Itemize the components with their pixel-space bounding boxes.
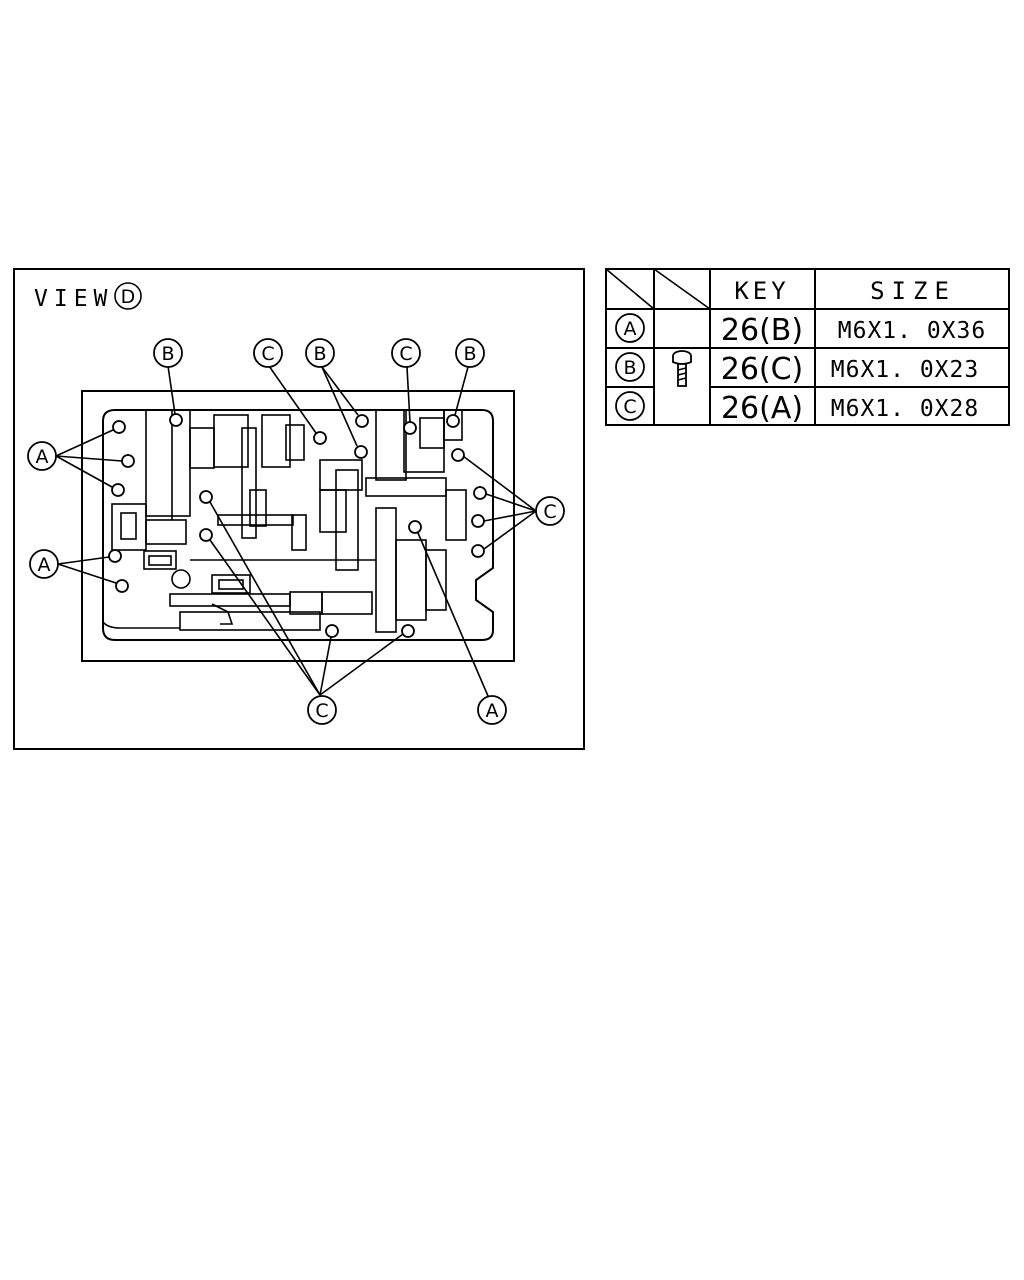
svg-text:C: C	[543, 501, 556, 523]
bolt-hole-c6	[471, 544, 485, 558]
bolt-size-table: KEY SIZE A 26(B) M6X1. 0X36 B 26(C) M6X1…	[605, 268, 1010, 426]
callout-b-top-2: B	[305, 338, 335, 368]
svg-text:A: A	[38, 554, 51, 576]
callout-c-right: C	[535, 496, 565, 526]
svg-text:A: A	[36, 446, 49, 468]
table-header-size: SIZE	[870, 277, 956, 305]
row-mark: B	[623, 357, 636, 379]
valve-body-channels	[111, 409, 467, 633]
table-row: B 26(C) M6X1. 0X23	[615, 352, 979, 387]
callout-b-top-3: B	[455, 338, 485, 368]
row-mark: C	[623, 396, 636, 418]
callout-a-bottom: A	[477, 695, 507, 725]
valve-plate	[102, 409, 494, 641]
svg-text:C: C	[315, 700, 328, 722]
bolt-hole-a5	[115, 579, 129, 593]
bolt-hole-a1	[112, 420, 126, 434]
table-row: C 26(A) M6X1. 0X28	[615, 391, 979, 426]
table-header-key: KEY	[734, 277, 789, 305]
bolt-hole-c9	[325, 624, 339, 638]
bolt-hole-c1	[313, 431, 327, 445]
valve-body-outline	[81, 390, 515, 662]
bolt-icon	[672, 350, 692, 387]
bolt-hole-a6	[408, 520, 422, 534]
leader-lines	[55, 365, 537, 697]
row-size: M6X1. 0X28	[831, 396, 979, 422]
view-label: VIEW	[34, 286, 113, 312]
callouts: B C B C B A A C C A	[27, 338, 565, 725]
bolt-hole-a4	[108, 549, 122, 563]
bolt-hole-b2	[355, 414, 369, 428]
bolt-hole-b1	[169, 413, 183, 427]
bolt-hole-c2	[403, 421, 417, 435]
row-key: 26(C)	[721, 352, 804, 387]
view-letter: D	[121, 286, 136, 308]
row-size: M6X1. 0X23	[831, 357, 979, 383]
svg-text:A: A	[486, 700, 499, 722]
bolt-hole-c5	[471, 514, 485, 528]
svg-text:C: C	[399, 343, 412, 365]
row-key: 26(B)	[721, 313, 803, 348]
view-frame	[13, 268, 585, 750]
bolt-hole-c4	[473, 486, 487, 500]
bolt-hole-c7	[199, 490, 213, 504]
view-title: VIEW D	[34, 282, 142, 312]
callout-a-left-1: A	[27, 441, 57, 471]
svg-text:B: B	[313, 343, 326, 365]
bolt-hole-c10	[401, 624, 415, 638]
bolt-hole-c8	[199, 528, 213, 542]
callout-c-top-2: C	[391, 338, 421, 368]
callout-c-top-1: C	[253, 338, 283, 368]
row-key: 26(A)	[721, 391, 803, 426]
bolt-holes	[108, 413, 487, 638]
row-mark: A	[624, 318, 637, 340]
table-row: A 26(B) M6X1. 0X36	[615, 313, 986, 348]
bolt-hole-b4	[446, 414, 460, 428]
svg-text:B: B	[161, 343, 174, 365]
svg-text:C: C	[261, 343, 274, 365]
callout-a-left-2: A	[29, 549, 59, 579]
bolt-hole-a2	[121, 454, 135, 468]
view-letter-circle	[114, 282, 142, 310]
bolt-hole-c3	[451, 448, 465, 462]
bolt-hole-a3	[111, 483, 125, 497]
svg-text:B: B	[463, 343, 476, 365]
callout-b-top-1: B	[153, 338, 183, 368]
bolt-hole-b3	[354, 445, 368, 459]
row-size: M6X1. 0X36	[838, 318, 986, 344]
callout-c-bottom: C	[307, 695, 337, 725]
